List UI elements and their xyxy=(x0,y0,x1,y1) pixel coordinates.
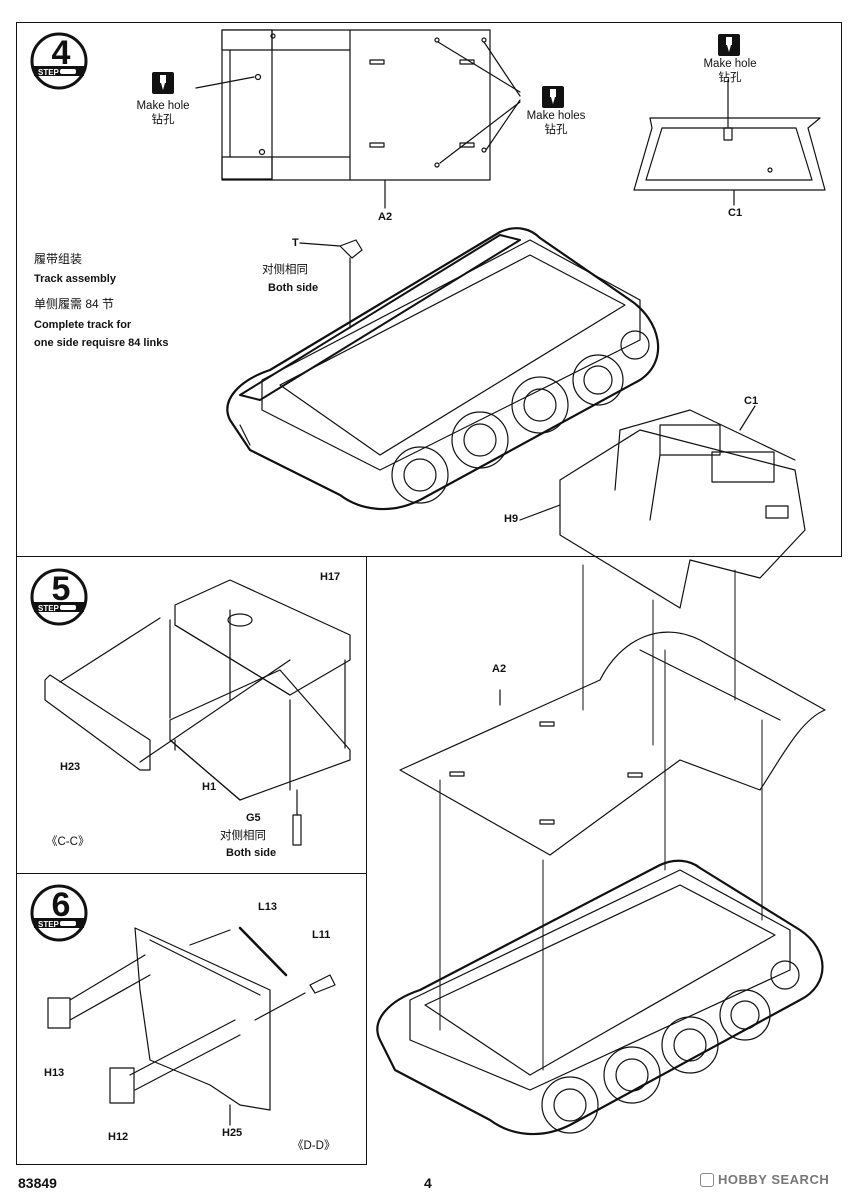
part-label-a2-top: A2 xyxy=(378,211,393,223)
part-label-c1-top: C1 xyxy=(728,207,743,219)
part-label-h12: H12 xyxy=(108,1131,129,1143)
a2-floor-plate-top-view xyxy=(221,29,491,209)
make-holes-mid-en: Make holes xyxy=(526,110,586,122)
part-label-h1: H1 xyxy=(202,781,217,793)
make-hole-left-en: Make hole xyxy=(136,100,190,112)
make-holes-mid-cn: 钻孔 xyxy=(544,124,568,136)
hull-with-tracks-lower xyxy=(376,859,824,1136)
section-dd: 《D-D》 xyxy=(292,1140,336,1152)
step-5-word: STEP xyxy=(38,604,59,613)
track-assembly-cn: 履带组装 xyxy=(34,252,83,266)
watermark: HOBBY SEARCH xyxy=(700,1172,829,1187)
make-hole-right-en: Make hole xyxy=(703,58,757,70)
step-5-badge: 5 STEP xyxy=(30,568,88,626)
track-links-en-2: one side requisre 84 links xyxy=(34,337,169,349)
t-both-side-cn: 对侧相同 xyxy=(262,264,308,276)
c1-part-top-view xyxy=(633,79,826,206)
part-label-a2-mid: A2 xyxy=(492,663,507,675)
part-label-h9: H9 xyxy=(504,513,519,525)
section-cc: 《C-C》 xyxy=(46,836,90,848)
part-label-l13: L13 xyxy=(258,901,277,913)
step-6-badge: 6 STEP xyxy=(30,884,88,942)
step-6-number: 6 xyxy=(51,886,71,924)
page-number: 4 xyxy=(424,1175,432,1191)
kit-number: 83849 xyxy=(18,1175,57,1191)
drill-icon xyxy=(152,72,174,94)
hull-with-tracks-upper xyxy=(226,227,660,511)
watermark-text: HOBBY SEARCH xyxy=(718,1172,830,1187)
hobby-search-logo-icon xyxy=(700,1172,714,1187)
t-both-side-en: Both side xyxy=(268,282,319,294)
a2-floor-plate-perspective xyxy=(399,631,826,856)
part-label-c1-mid: C1 xyxy=(744,395,759,407)
part-label-t: T xyxy=(292,237,299,249)
tank-icon xyxy=(60,921,76,926)
g5-both-side-cn: 对侧相同 xyxy=(220,830,266,842)
step4-frame xyxy=(16,22,842,557)
make-hole-left-cn: 钻孔 xyxy=(151,114,175,126)
tank-icon xyxy=(60,69,76,74)
assembly-arrows-step4 xyxy=(439,564,763,1071)
step-4-badge: 4 STEP xyxy=(30,32,88,90)
step-4-word: STEP xyxy=(38,68,59,77)
part-label-g5: G5 xyxy=(246,812,261,824)
make-hole-right-cn: 钻孔 xyxy=(718,72,742,84)
part-label-h25: H25 xyxy=(222,1127,243,1139)
step-6-word: STEP xyxy=(38,920,59,929)
step-5-number: 5 xyxy=(51,570,71,608)
g5-both-side-en: Both side xyxy=(226,847,277,859)
part-label-h17: H17 xyxy=(320,571,341,583)
part-label-h13: H13 xyxy=(44,1067,65,1079)
drill-icon xyxy=(542,86,564,108)
step-4-number: 4 xyxy=(51,34,71,72)
tank-icon xyxy=(60,605,76,610)
track-links-cn: 单侧履需 84 节 xyxy=(34,297,115,311)
part-label-h23: H23 xyxy=(60,761,81,773)
drill-icon xyxy=(718,34,740,56)
step6-frame xyxy=(16,873,367,1165)
step5-assembly xyxy=(44,579,351,846)
track-links-en-1: Complete track for xyxy=(34,319,132,331)
part-label-l11: L11 xyxy=(312,929,331,941)
step6-assembly xyxy=(47,926,336,1126)
track-assembly-en: Track assembly xyxy=(34,273,116,285)
superstructure-h9-c1 xyxy=(519,405,806,609)
